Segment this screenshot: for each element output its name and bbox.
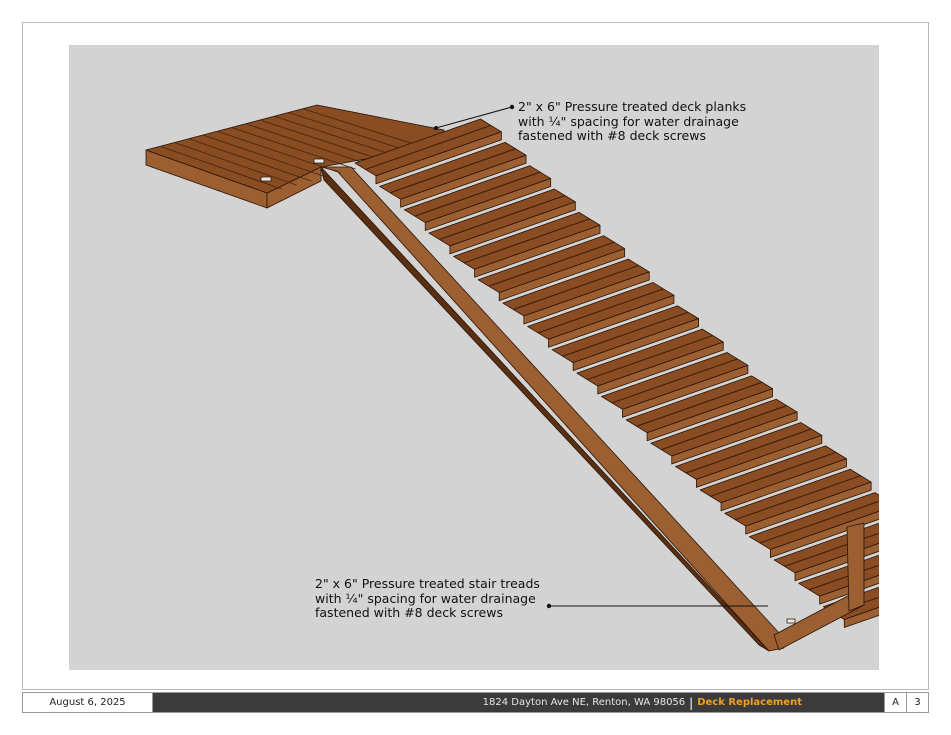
deck-plank-gap <box>245 123 371 166</box>
title-bar: 1824 Dayton Ave NE, Renton, WA 98056 | D… <box>153 693 884 712</box>
stair-treads-note: 2" x 6" Pressure treated stair treads wi… <box>315 576 540 621</box>
deck-post-cap <box>313 158 325 164</box>
stair-stringer <box>320 166 785 652</box>
date-cell: August 6, 2025 <box>23 693 153 712</box>
tread-plank-gap <box>439 194 566 240</box>
stair-end-stringer <box>846 522 865 612</box>
deck-plank-gap <box>259 119 386 162</box>
stair-riser-edge <box>400 154 527 208</box>
stair-riser-edge <box>696 434 823 488</box>
stair-riser-edge <box>622 364 749 418</box>
tread-plank-gap <box>809 564 879 591</box>
tread-plank-gap <box>365 124 492 170</box>
stair-riser-edge <box>597 341 724 395</box>
tread-plank-gap <box>414 171 541 217</box>
stair-riser-edge <box>646 388 773 442</box>
tread-plank-gap <box>389 148 516 194</box>
planks-note-line-1: 2" x 6" Pressure treated deck planks <box>518 99 747 114</box>
stair-riser-edge <box>474 224 601 278</box>
stair-hardware-mark <box>786 618 796 624</box>
stair-riser-edge <box>498 248 626 301</box>
deck-stair-model <box>145 104 879 652</box>
tread-plank-gap <box>513 265 639 310</box>
deck-plank-gap <box>288 112 415 154</box>
deck-plank-gap <box>160 145 282 190</box>
tread-plank-gap <box>710 451 837 497</box>
stair-riser-edge <box>449 201 576 255</box>
stair-riser-edge <box>572 318 699 372</box>
treads-note-line-3: fastened with #8 deck screws <box>315 605 503 620</box>
stair-riser-edge <box>720 458 847 512</box>
deck-post-cap <box>260 176 272 182</box>
tread-plank-gap <box>636 381 763 427</box>
stair-riser-edge <box>548 294 675 348</box>
tread-plank-gap <box>463 218 590 264</box>
tread-plank-gap <box>587 335 713 381</box>
stair-riser-edge <box>843 606 879 628</box>
stair-riser-edge <box>375 131 502 185</box>
stair-riser-edge <box>671 411 798 465</box>
site-address: 1824 Dayton Ave NE, Renton, WA 98056 <box>482 697 686 708</box>
title-block: August 6, 2025 1824 Dayton Ave NE, Rento… <box>22 692 929 713</box>
deck-plank-gap <box>174 142 297 186</box>
project-name: Deck Replacement <box>697 697 802 708</box>
stair-riser-edge <box>424 178 552 231</box>
deck-plank-gap <box>217 130 341 174</box>
stair-riser-edge <box>769 510 879 558</box>
tread-plank-gap <box>735 475 861 521</box>
sheet-letter: A <box>884 693 906 712</box>
tread-plank-gap <box>661 405 787 451</box>
stair-riser-edge <box>523 271 650 325</box>
treads-note-line-1: 2" x 6" Pressure treated stair treads <box>315 576 540 591</box>
deck-plank-gap <box>302 108 430 150</box>
deck-planks-note: 2" x 6" Pressure treated deck planks wit… <box>518 99 747 144</box>
treads-note-line-2: with ¼" spacing for water drainage <box>315 590 536 606</box>
tread-plank-gap <box>562 311 689 357</box>
tread-plank-gap <box>759 500 879 544</box>
tread-plank-gap <box>611 358 738 404</box>
model-viewport <box>69 45 879 670</box>
deck-plank-gap <box>274 115 400 158</box>
tread-plank-gap <box>488 241 615 287</box>
tread-plank-gap <box>685 428 812 474</box>
planks-note-line-2: with ¼" spacing for water drainage <box>518 113 739 129</box>
tread-plank-gap <box>537 288 664 334</box>
planks-note-line-3: fastened with #8 deck screws <box>518 128 706 143</box>
deck-plank-gap <box>202 134 327 178</box>
deck-plank-gap <box>231 127 356 170</box>
deck-plank-gap <box>188 138 312 182</box>
stair-riser-edge <box>745 481 872 535</box>
title-separator: | <box>689 695 694 710</box>
sheet-number: 3 <box>906 693 928 712</box>
